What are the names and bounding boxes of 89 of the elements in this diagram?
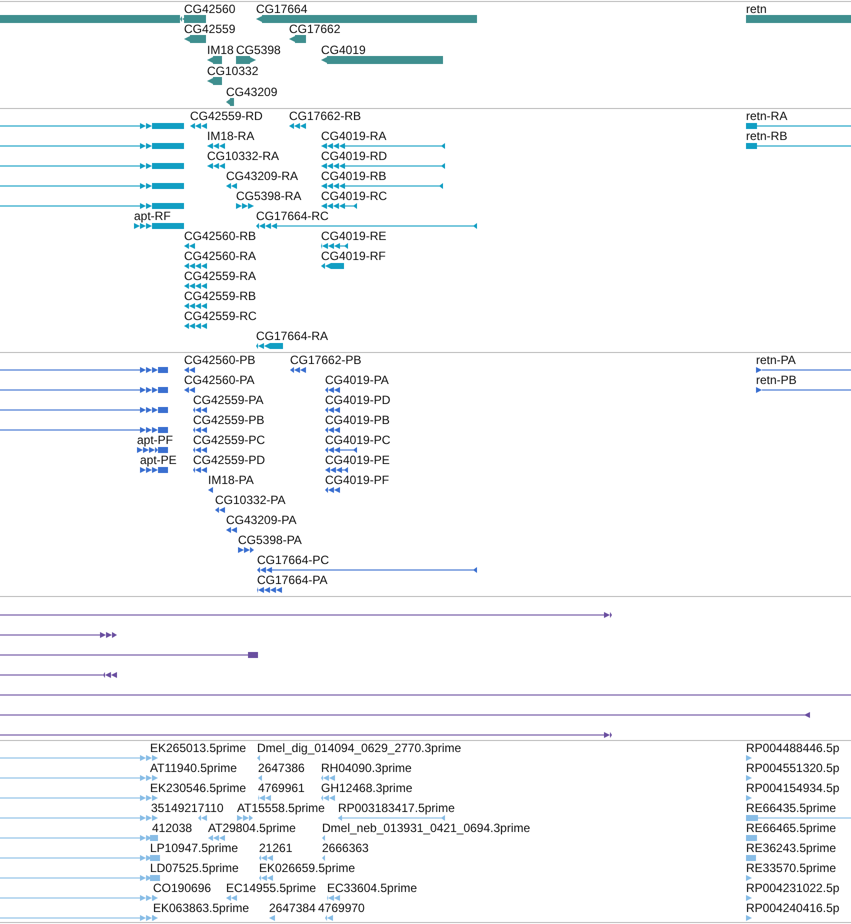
feature-label: CG42559-PA <box>193 393 264 407</box>
feature-label: RP004488446.5p <box>746 741 840 755</box>
feature-label: RE33570.5prime <box>746 861 836 875</box>
feature-label: 2647386 <box>258 761 305 775</box>
feature-label: IM18 <box>207 43 234 57</box>
feature-label: CG42559-RC <box>184 309 257 323</box>
feature-label: apt-PE <box>140 453 177 467</box>
feature-label: CG42559-PB <box>193 413 264 427</box>
feature-label: IM18-PA <box>208 473 254 487</box>
feature-label: RP004240416.5p <box>746 901 840 915</box>
feature-label: 4769970 <box>318 901 365 915</box>
feature-label: retn <box>746 2 767 16</box>
feature-label: CG17664 <box>256 2 308 16</box>
feature-label: RP004231022.5p <box>746 881 840 895</box>
feature-label: RP004551320.5p <box>746 761 840 775</box>
feature-label: Dmel_neb_013931_0421_0694.3prime <box>322 821 530 835</box>
feature-label: 35149217110 <box>151 801 224 815</box>
feature-label: retn-PA <box>756 353 796 367</box>
feature-label: CG42559-PC <box>193 433 266 447</box>
feature-label: RE66435.5prime <box>746 801 836 815</box>
feature-label: retn-RA <box>746 109 788 123</box>
feature-label: CG17662 <box>289 22 340 36</box>
feature-label: CG4019-RF <box>321 249 386 263</box>
feature-label: CG42560-PA <box>184 373 254 387</box>
feature-label: CG17664-PA <box>257 573 328 587</box>
feature-label: CG5398 <box>236 43 281 57</box>
feature-label: RP003183417.5prime <box>338 801 455 815</box>
feature-label: CG4019-RB <box>321 169 386 183</box>
feature-label: CG17662-RB <box>289 109 362 123</box>
feature-label: CG4019-PA <box>325 373 389 387</box>
feature-label: CG42560-PB <box>184 353 256 367</box>
feature-label: EK230546.5prime <box>150 781 246 795</box>
feature-label: CO190696 <box>153 881 212 895</box>
feature-label: EK063863.5prime <box>153 901 250 915</box>
feature-label: CG4019-RA <box>321 129 386 143</box>
feature-label: 412038 <box>152 821 192 835</box>
feature-label: CG42559-PD <box>193 453 266 467</box>
feature-label: CG42559 <box>184 22 236 36</box>
feature-label: CG17662-PB <box>290 353 362 367</box>
feature-label: CG42559-RB <box>184 289 256 303</box>
feature-label: EC14955.5prime <box>226 881 316 895</box>
feature-label: IM18-RA <box>207 129 254 143</box>
feature-label: CG4019-RC <box>321 189 388 203</box>
feature-label: EK026659.5prime <box>259 861 356 875</box>
feature-label: CG4019-PE <box>325 453 390 467</box>
feature-label: RE66465.5prime <box>746 821 836 835</box>
feature-label: EK265013.5prime <box>150 741 246 755</box>
feature-label: CG17664-RC <box>256 209 329 223</box>
feature-label: CG43209-RA <box>226 169 298 183</box>
feature-label: GH12468.3prime <box>321 781 412 795</box>
feature-label: CG10332-PA <box>215 493 286 507</box>
feature-label: CG4019 <box>321 43 366 57</box>
feature-label: LP10947.5prime <box>150 841 238 855</box>
feature-label: RP004154934.5p <box>746 781 840 795</box>
feature-label: AT29804.5prime <box>208 821 296 835</box>
feature-label: CG42560-RB <box>184 229 256 243</box>
feature-label: CG4019-PC <box>325 433 390 447</box>
feature-label: CG43209-PA <box>226 513 296 527</box>
feature-label: EC33604.5prime <box>327 881 418 895</box>
feature-label: CG5398-RA <box>236 189 302 203</box>
feature-label: 21261 <box>259 841 292 855</box>
feature-label: Dmel_dig_014094_0629_2770.3prime <box>257 741 462 755</box>
feature-label: CG17664-RA <box>256 329 328 343</box>
feature-label: retn-PB <box>756 373 797 387</box>
feature-label: CG4019-PB <box>325 413 390 427</box>
feature-label: 2647384 <box>269 901 316 915</box>
feature-label: CG42560-RA <box>184 249 256 263</box>
feature-label: RH04090.3prime <box>321 761 412 775</box>
feature-label: CG17664-PC <box>257 553 330 567</box>
feature-label: CG4019-RD <box>321 149 388 163</box>
feature-label: 2666363 <box>322 841 369 855</box>
feature-label: 4769961 <box>258 781 305 795</box>
feature-label: CG43209 <box>226 85 278 99</box>
feature-label: AT15558.5prime <box>237 801 325 815</box>
feature-label: retn-RB <box>746 129 788 143</box>
feature-label: CG4019-PF <box>325 473 390 487</box>
feature-label: apt-RF <box>134 209 171 223</box>
feature-label: CG42559-RA <box>184 269 256 283</box>
feature-label: RE36243.5prime <box>746 841 836 855</box>
feature-label: CG4019-PD <box>325 393 390 407</box>
feature-label: CG10332 <box>207 64 258 78</box>
feature-label: CG5398-PA <box>238 533 302 547</box>
feature-label: CG4019-RE <box>321 229 386 243</box>
feature-label: CG10332-RA <box>207 149 280 163</box>
feature-label: apt-PF <box>137 433 174 447</box>
feature-label: CG42559-RD <box>190 109 263 123</box>
feature-label: LD07525.5prime <box>150 861 239 875</box>
feature-label: AT11940.5prime <box>150 761 237 775</box>
feature-label: CG42560 <box>184 2 236 16</box>
